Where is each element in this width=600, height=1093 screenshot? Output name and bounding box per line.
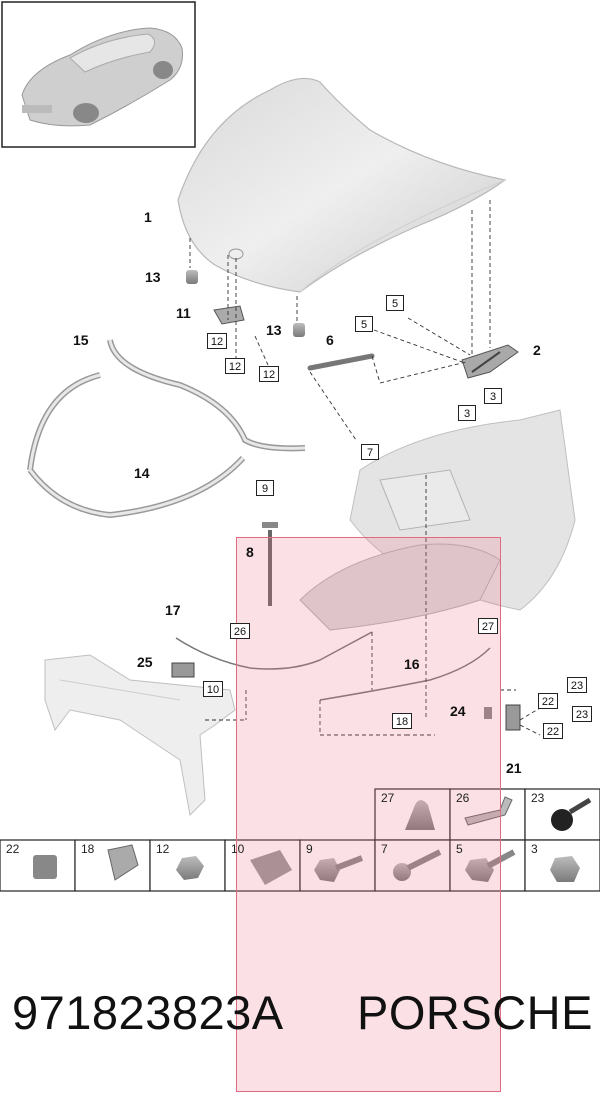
front-carrier bbox=[44, 654, 236, 817]
table-cell-label: 12 bbox=[156, 842, 170, 856]
ref-box-12c: 12 bbox=[259, 366, 279, 382]
ref-box-22b: 22 bbox=[543, 723, 563, 739]
ref-box-22a: 22 bbox=[538, 693, 558, 709]
callout-16: 16 bbox=[404, 656, 420, 672]
ref-box-26: 26 bbox=[230, 623, 250, 639]
callout-21: 21 bbox=[506, 760, 522, 776]
ref-box-5a: 5 bbox=[386, 295, 404, 311]
table-cell-label: 10 bbox=[231, 842, 245, 856]
callout-15: 15 bbox=[73, 332, 89, 348]
callout-1: 1 bbox=[144, 209, 152, 225]
body-structure bbox=[299, 409, 576, 631]
table-cell-label: 27 bbox=[381, 791, 395, 805]
callout-11: 11 bbox=[176, 305, 191, 321]
ref-box-12a: 12 bbox=[207, 333, 227, 349]
ref-box-5b: 5 bbox=[355, 316, 373, 332]
ref-box-12b: 12 bbox=[225, 358, 245, 374]
hood-hinge bbox=[461, 344, 519, 379]
table-cell-label: 9 bbox=[306, 842, 313, 856]
car-thumbnail bbox=[1, 1, 196, 148]
table-cell-label: 7 bbox=[381, 842, 388, 856]
ref-box-7: 7 bbox=[361, 444, 379, 460]
ref-box-23b: 23 bbox=[572, 706, 592, 722]
ref-box-27: 27 bbox=[478, 618, 498, 634]
brand-name: PORSCHE bbox=[357, 986, 593, 1039]
highlight-region bbox=[236, 537, 501, 1092]
ref-box-3a: 3 bbox=[458, 405, 476, 421]
table-cell-label: 22 bbox=[6, 842, 20, 856]
table-cell-label: 5 bbox=[456, 842, 463, 856]
callout-8: 8 bbox=[246, 544, 254, 560]
ref-box-23a: 23 bbox=[567, 677, 587, 693]
part-number: 971823823A bbox=[12, 986, 284, 1039]
callout-17: 17 bbox=[165, 602, 181, 618]
table-cell-label: 3 bbox=[531, 842, 538, 856]
callout-25: 25 bbox=[137, 654, 153, 670]
hood-panel bbox=[177, 77, 507, 293]
ref-box-10: 10 bbox=[203, 681, 223, 697]
table-cell-label: 18 bbox=[81, 842, 95, 856]
callout-14: 14 bbox=[134, 465, 150, 481]
table-cell-label: 26 bbox=[456, 791, 470, 805]
callout-13b: 13 bbox=[266, 322, 282, 338]
ref-box-9: 9 bbox=[256, 480, 274, 496]
callout-13a: 13 bbox=[145, 269, 161, 285]
callout-6: 6 bbox=[326, 332, 334, 348]
callout-24: 24 bbox=[450, 703, 466, 719]
callout-2: 2 bbox=[533, 342, 541, 358]
table-cell-label: 23 bbox=[531, 791, 545, 805]
ref-box-18: 18 bbox=[392, 713, 412, 729]
ref-box-3b: 3 bbox=[484, 388, 502, 404]
table-part-icons bbox=[33, 796, 592, 885]
